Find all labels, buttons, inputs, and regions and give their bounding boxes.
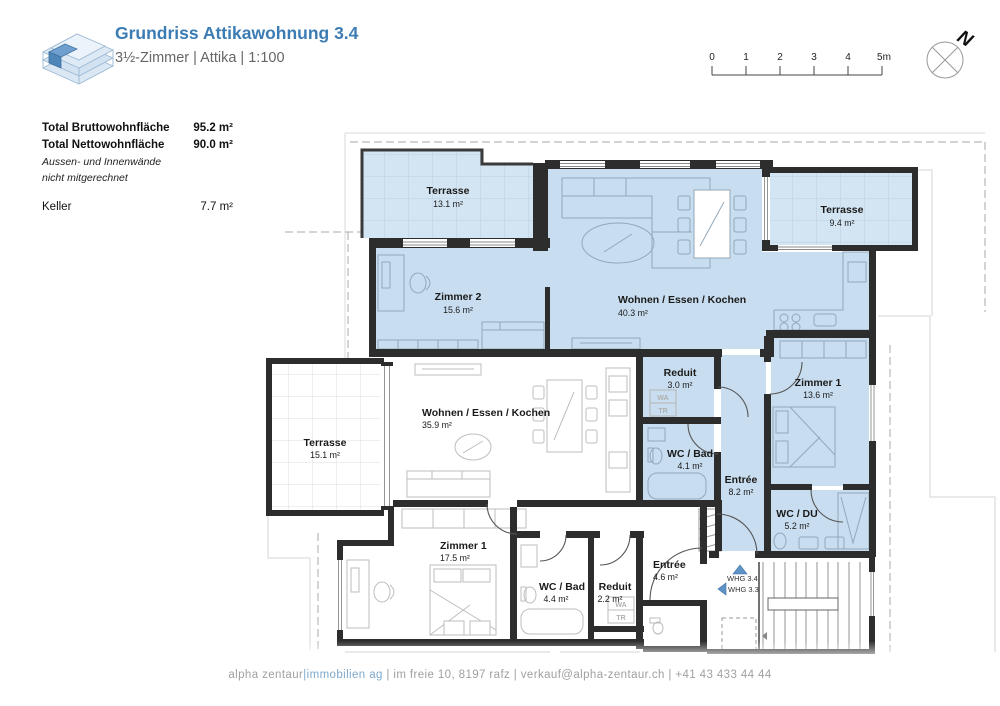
staircase (758, 562, 861, 652)
summary-row-label: Total Bruttowohnfläche (42, 122, 170, 134)
room-area: 3.0 m² (668, 380, 693, 390)
svg-text:0: 0 (709, 52, 715, 63)
triangle-left-icon (717, 582, 727, 596)
room-label: WC / DU (776, 508, 817, 520)
room-area: 17.5 m² (440, 553, 470, 563)
room-area: 4.1 m² (678, 461, 703, 471)
room-terrasse-13-1: Terrasse 13.1 m² (426, 185, 469, 209)
footer-brand: alpha zentaur (228, 669, 303, 681)
scale-bar-labels: 0 1 2 3 4 5m (709, 52, 891, 63)
washer-label: WA (657, 395, 668, 402)
area-summary: Total Bruttowohnfläche 95.2 m² Total Net… (41, 122, 233, 213)
compass-icon: N (926, 26, 977, 79)
room-reduit-3-3: Reduit 2.2 m² (598, 581, 632, 604)
washer-label: WA (615, 602, 626, 609)
room-area: 13.6 m² (803, 390, 833, 400)
room-zimmer-1-3-4: Zimmer 1 13.6 m² (795, 377, 842, 400)
summary-note: nicht mitgerechnet (42, 172, 129, 184)
room-area: 5.2 m² (785, 521, 810, 531)
unit-marker-whg-3-4: WHG 3.4 (727, 564, 758, 583)
room-area: 15.1 m² (310, 450, 340, 460)
svg-text:2: 2 (777, 52, 783, 63)
apartment-3-4-fills (362, 150, 912, 551)
svg-text:4: 4 (845, 52, 851, 63)
room-wc-du: WC / DU 5.2 m² (776, 508, 817, 531)
room-label: Zimmer 1 (440, 540, 487, 552)
unit-marker-whg-3-3: WHG 3.3 (717, 582, 759, 596)
furniture-3-3 (346, 363, 664, 636)
unit-label: WHG 3.3 (728, 585, 759, 594)
furniture-3-4 (377, 177, 870, 550)
footer-info: | im freie 10, 8197 rafz | verkauf@alpha… (383, 669, 772, 681)
room-area: 35.9 m² (422, 420, 452, 430)
room-wohnen-3-4: Wohnen / Essen / Kochen 40.3 m² (618, 294, 746, 318)
room-area: 4.4 m² (544, 594, 569, 604)
door-arcs (486, 361, 844, 601)
room-area: 9.4 m² (830, 218, 855, 228)
room-area: 8.2 m² (729, 487, 754, 497)
apartment-3-3-fills (272, 364, 380, 510)
windows (337, 161, 876, 630)
room-terrasse-9-4: Terrasse 9.4 m² (820, 204, 863, 228)
summary-row-value: 95.2 m² (193, 122, 233, 134)
room-area: 40.3 m² (618, 308, 648, 318)
room-entree-3-4: Entrée 8.2 m² (725, 474, 758, 497)
room-label: Wohnen / Essen / Kochen (618, 294, 746, 306)
room-label: Terrasse (820, 204, 863, 216)
room-area: 2.2 m² (598, 594, 623, 604)
svg-text:5m: 5m (877, 52, 891, 63)
room-label: Reduit (664, 367, 697, 379)
footer-brand-suffix: |immobilien ag (303, 669, 383, 681)
bottom-cutoff (0, 641, 1000, 706)
summary-row-label: Total Nettowohnfläche (42, 139, 164, 151)
room-terrasse-15-1: Terrasse 15.1 m² (303, 437, 346, 460)
summary-row-value: 90.0 m² (193, 139, 233, 151)
room-zimmer-1-3-3: Zimmer 1 17.5 m² (440, 540, 487, 563)
unit-label: WHG 3.4 (727, 574, 758, 583)
room-label: Zimmer 2 (435, 291, 482, 303)
room-entree-3-3: Entrée 4.6 m² (653, 559, 686, 582)
room-label: Zimmer 1 (795, 377, 842, 389)
room-wc-bad-3-3: WC / Bad 4.4 m² (539, 581, 585, 604)
room-label: Entrée (725, 474, 758, 486)
keller-value: 7.7 m² (200, 201, 233, 213)
room-label: Terrasse (426, 185, 469, 197)
svg-text:1: 1 (743, 52, 749, 63)
svg-text:3: 3 (811, 52, 817, 63)
page-title: Grundriss Attikawohnung 3.4 (115, 23, 359, 43)
room-area: 13.1 m² (433, 199, 463, 209)
room-area: 4.6 m² (653, 572, 678, 582)
summary-note: Aussen- und Innenwände (41, 156, 161, 168)
room-wc-bad-3-4: WC / Bad 4.1 m² (667, 448, 713, 471)
page-subtitle: 3½-Zimmer | Attika | 1:100 (115, 50, 285, 66)
room-label: WC / Bad (539, 581, 585, 593)
keller-label: Keller (42, 201, 72, 213)
room-label: WC / Bad (667, 448, 713, 460)
room-label: Wohnen / Essen / Kochen (422, 407, 550, 419)
triangle-up-icon (732, 564, 748, 575)
scale-bar (711, 66, 883, 76)
room-reduit-3-4: Reduit 3.0 m² (664, 367, 697, 390)
dryer-label: TR (658, 408, 667, 415)
room-zimmer-2: Zimmer 2 15.6 m² (435, 291, 482, 315)
room-area: 15.6 m² (443, 305, 473, 315)
room-label: Reduit (599, 581, 632, 593)
room-wohnen-3-3: Wohnen / Essen / Kochen 35.9 m² (422, 407, 550, 430)
logo-building-icon (41, 33, 115, 85)
room-label: Terrasse (303, 437, 346, 449)
dryer-label: TR (616, 615, 625, 622)
room-label: Entrée (653, 559, 686, 571)
footer-contact: alpha zentaur|immobilien ag | im freie 1… (228, 669, 771, 681)
